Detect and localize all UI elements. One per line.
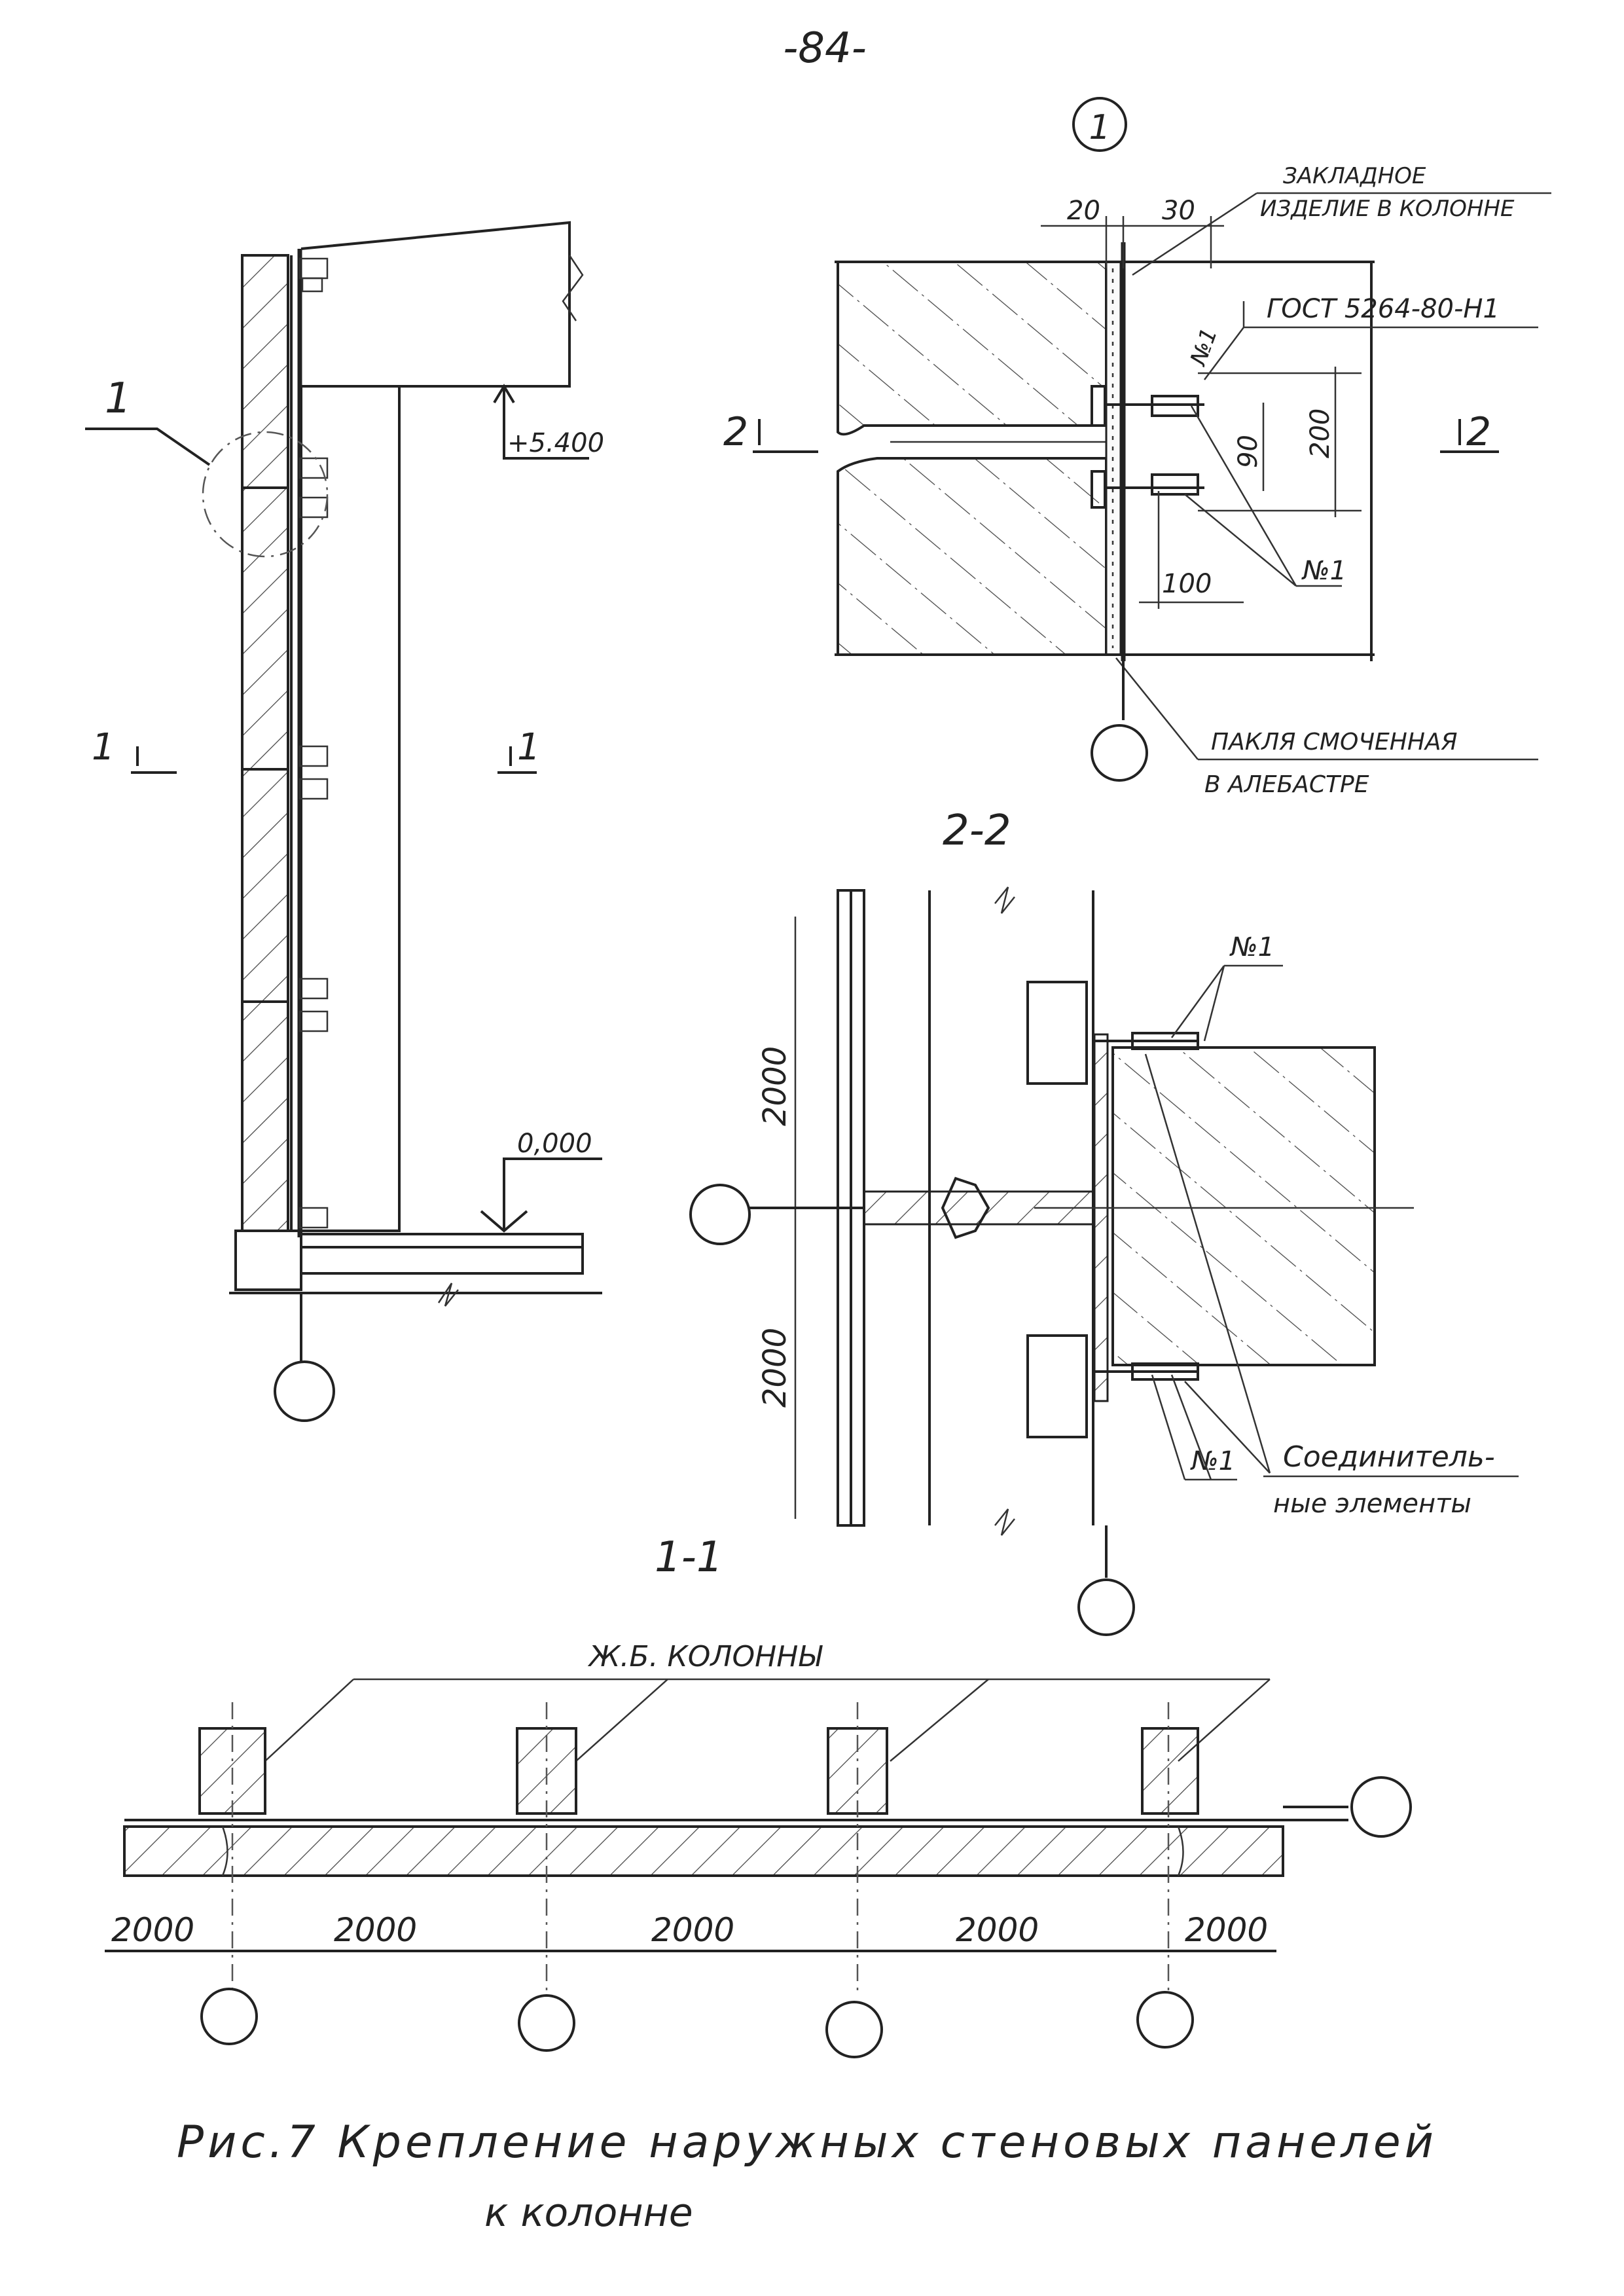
dim-20: 20 xyxy=(1067,196,1100,226)
detail-1-title: 1 xyxy=(1089,108,1110,147)
wall-strip xyxy=(123,1825,1284,1877)
wall-panels xyxy=(241,254,289,1232)
page-number: -84- xyxy=(783,24,867,73)
dim-200: 200 xyxy=(1305,409,1335,458)
section-mark-1-left: 1 xyxy=(92,726,115,769)
embed-label-line2: ИЗДЕЛИЕ В КОЛОННЕ xyxy=(1260,196,1515,222)
weld-no1-bottom: №1 xyxy=(1190,1446,1235,1476)
gost-label: ГОСТ 5264-80-Н1 xyxy=(1267,294,1500,324)
span-5: 2000 xyxy=(1185,1911,1268,1949)
axis-bubble-plan-3 xyxy=(825,2001,883,2058)
dim-100: 100 xyxy=(1162,569,1212,599)
dim-2000-bottom: 2000 xyxy=(757,1328,793,1408)
dim-90: 90 xyxy=(1233,435,1263,468)
section-mark-1-right: 1 xyxy=(517,726,541,769)
section-1-1-title: 1-1 xyxy=(655,1533,723,1582)
column xyxy=(300,385,401,1232)
axis-bubble-elevation xyxy=(274,1360,335,1422)
axis-bubble-plan-2 xyxy=(518,1994,575,2052)
section-mark-2-right: 2 xyxy=(1466,409,1491,455)
detail-1-view: 1 20 30 200 90 100 xyxy=(723,97,1551,798)
elevation-floor-label: 0,000 xyxy=(517,1129,592,1159)
dim-2000-top: 2000 xyxy=(757,1046,793,1126)
section-2-2-title: 2-2 xyxy=(943,807,1011,855)
weld-no1-b: №1 xyxy=(1301,556,1346,586)
axis-bubble-2-2-left xyxy=(689,1184,751,1245)
elevation-top-label: +5.400 xyxy=(507,428,604,458)
elevation-view: +5.400 0,000 1 1 1 xyxy=(85,221,604,1422)
axis-bubble-2-2-bottom xyxy=(1077,1578,1135,1636)
embed-label-line1: ЗАКЛАДНОЕ xyxy=(1283,163,1426,189)
span-3: 2000 xyxy=(651,1911,734,1949)
connector-brackets xyxy=(298,257,329,1229)
tow-label-line2: В АЛЕБАСТРЕ xyxy=(1204,771,1369,798)
caption-line2: к колонне xyxy=(484,2190,693,2236)
axis-bubble-plan-4 xyxy=(1136,1991,1194,2049)
section-mark-2-left: 2 xyxy=(723,409,748,455)
connector-label-line2: ные элементы xyxy=(1273,1489,1471,1519)
detail-callout-label: 1 xyxy=(105,374,132,423)
tow-label-line1: ПАКЛЯ СМОЧЕННАЯ xyxy=(1211,729,1458,756)
axis-bubble-detail-1 xyxy=(1091,724,1148,782)
column-4 xyxy=(1141,1727,1199,1815)
section-2-2-view: 2-2 2000 2000 №1 №1 Соединитель- xyxy=(689,807,1519,1636)
span-2: 2000 xyxy=(334,1911,417,1949)
axis-bubble-plan-1 xyxy=(200,1988,258,2045)
plinth xyxy=(234,1230,302,1291)
floor-slab xyxy=(300,1233,584,1275)
span-1: 2000 xyxy=(111,1911,194,1949)
connector-label-line1: Соединитель- xyxy=(1283,1440,1495,1474)
span-4: 2000 xyxy=(956,1911,1039,1949)
columns-label: Ж.Б. КОЛОННЫ xyxy=(587,1640,823,1673)
axis-bubble-plan-right xyxy=(1350,1776,1412,1838)
caption-line1: Рис.7 Крепление наружных стеновых панеле… xyxy=(177,2117,1434,2168)
weld-no1-top: №1 xyxy=(1229,932,1274,962)
column-section-2-2 xyxy=(1111,1046,1376,1366)
dim-30: 30 xyxy=(1162,196,1195,226)
detail-1-title-bubble xyxy=(1072,97,1127,152)
section-1-1-view: 1-1 Ж.Б. КОЛОННЫ 2000 2000 2000 2000 200… xyxy=(105,1533,1412,2058)
